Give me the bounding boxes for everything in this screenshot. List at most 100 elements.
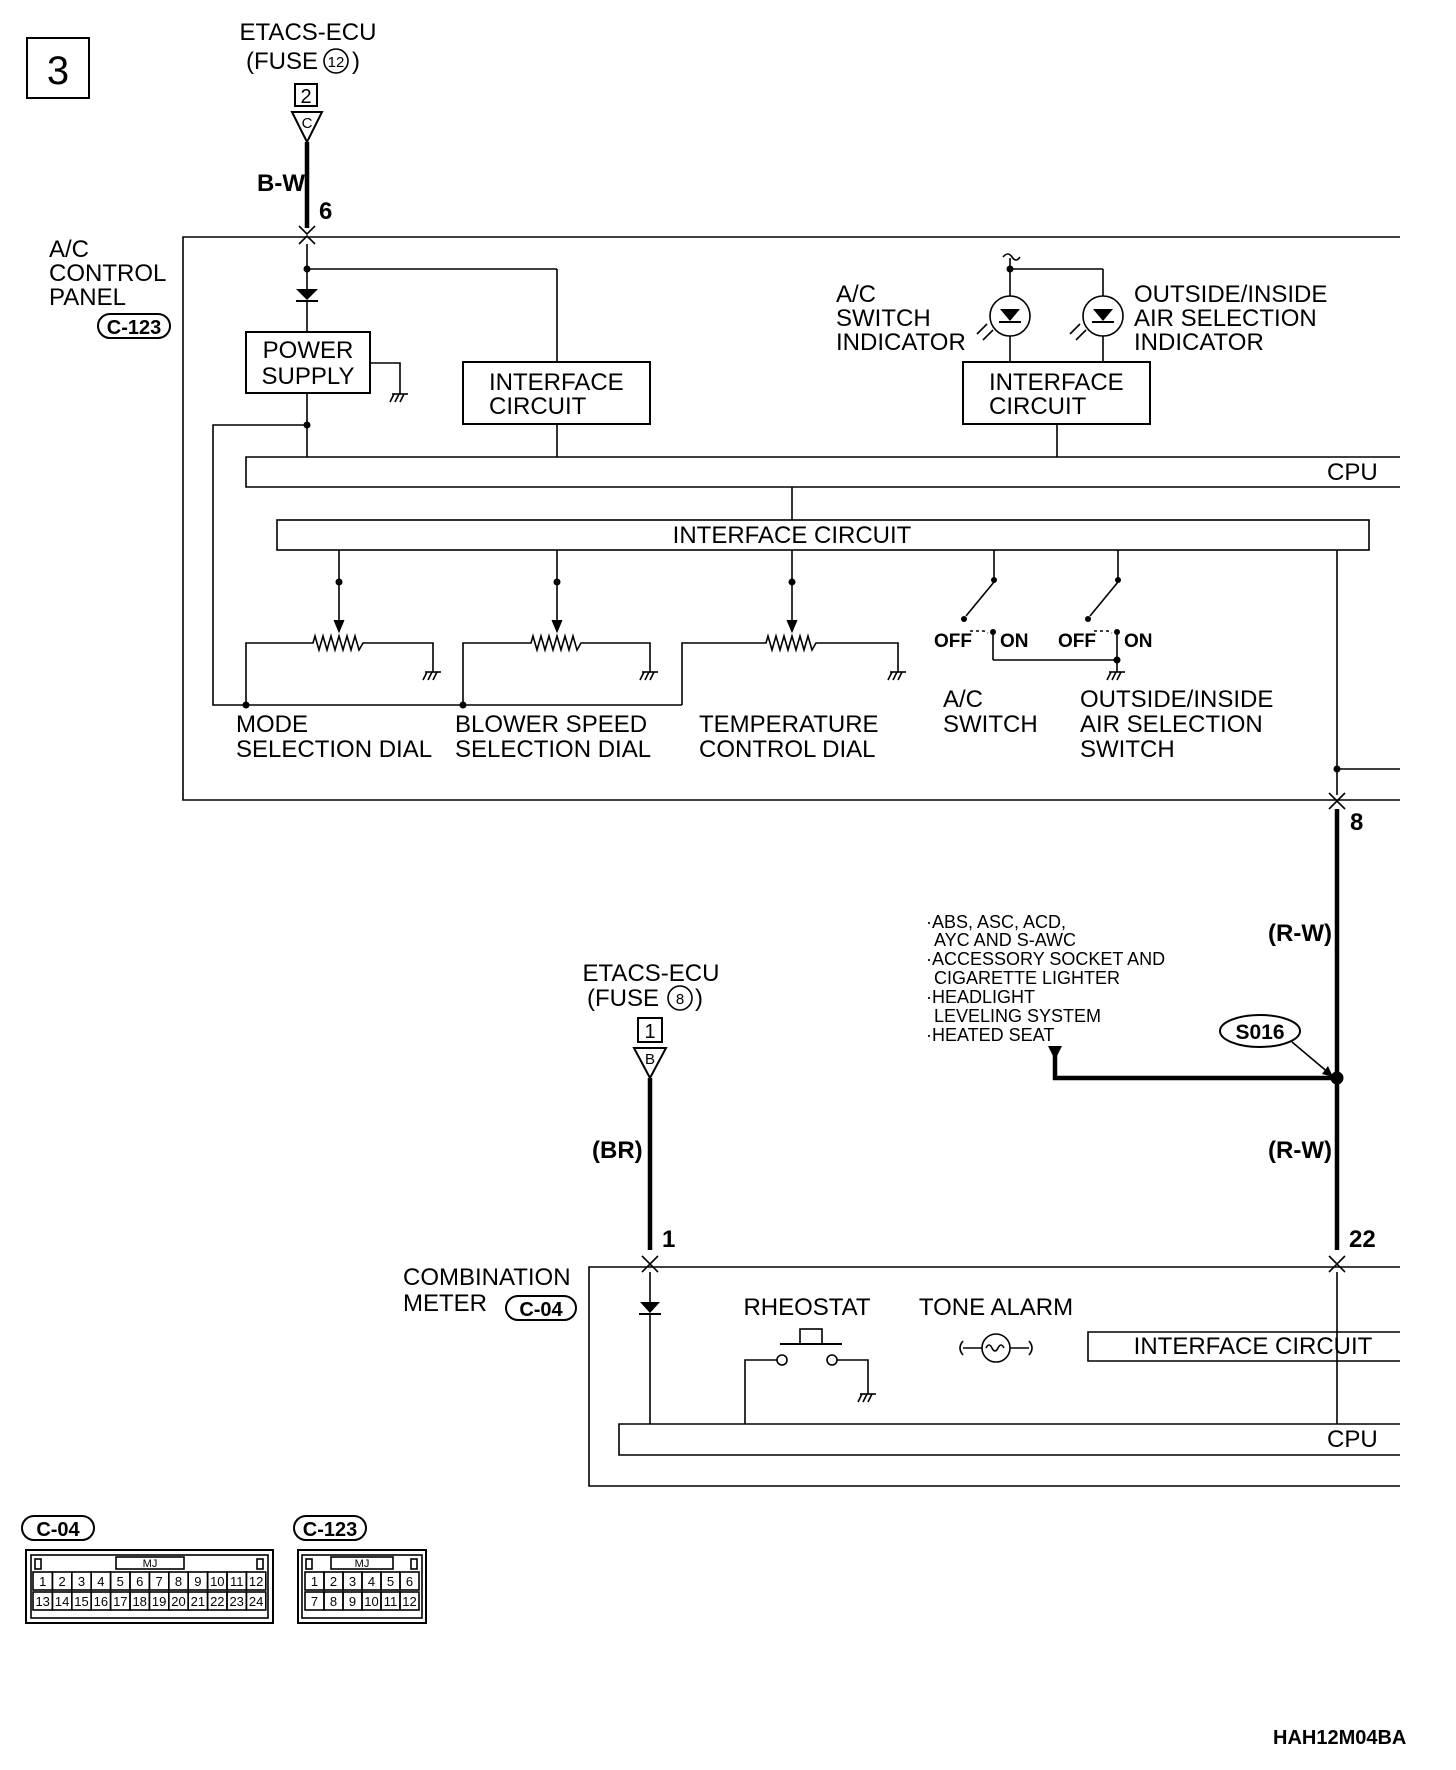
meter-connector: C-04	[519, 1299, 563, 1321]
c04-pin-number: 7	[155, 1574, 162, 1589]
blower-dial-line1: BLOWER SPEED	[455, 711, 647, 738]
ac-indicator-led-icon	[976, 295, 1031, 362]
c04-pin-number: 2	[58, 1574, 65, 1589]
page-number: 3	[47, 49, 69, 93]
ac-indicator-line1: A/C	[836, 281, 876, 308]
bottom-terminal-box	[637, 1017, 663, 1043]
ground-icon	[1106, 671, 1125, 681]
top-source-name: ETACS-ECU	[240, 19, 377, 46]
air-switch-line2: AIR SELECTION	[1080, 711, 1263, 738]
tone-alarm-icon	[959, 1333, 1033, 1363]
splice-s016-circuit: (R-W) (R-W) S016 ·ABS, ASC, ACD, AYC AND…	[926, 809, 1376, 1253]
c04-pin-number: 17	[113, 1594, 127, 1609]
ac-panel-label-3: PANEL	[49, 284, 126, 311]
bottom-source-name: ETACS-ECU	[583, 960, 720, 987]
ac-switch-on: ON	[1000, 631, 1029, 652]
branch-line2: AYC AND S-AWC	[934, 930, 1076, 950]
ac-cpu-label: CPU	[1327, 459, 1378, 486]
ac-interface-bar-label: INTERFACE CIRCUIT	[673, 522, 912, 549]
ground-icon	[639, 671, 658, 681]
ac-indicator-line3: INDICATOR	[836, 329, 966, 356]
c123-pin-number: 12	[402, 1594, 416, 1609]
c04-pin-number: 5	[117, 1574, 124, 1589]
c123-pin-number: 7	[311, 1594, 318, 1609]
temp-dial-line1: TEMPERATURE	[699, 711, 879, 738]
c04-pin-number: 11	[230, 1574, 244, 1589]
splice-id: S016	[1235, 1021, 1284, 1044]
c04-connector-id: C-04	[36, 1519, 80, 1541]
c04-pin-cell	[245, 1591, 267, 1611]
c04-pin-number: 24	[249, 1594, 263, 1609]
mode-dial-potentiometer-icon	[245, 619, 434, 705]
ac-interface-bar	[276, 519, 1370, 551]
ground-icon	[887, 671, 906, 681]
c123-pin-number: 2	[330, 1574, 337, 1589]
c04-pin-number: 23	[229, 1594, 243, 1609]
c04-pin-number: 21	[191, 1594, 205, 1609]
lower-wire-color: (R-W)	[1268, 1137, 1332, 1164]
interface-2-line1: INTERFACE	[989, 369, 1124, 396]
ac-control-panel: A/C CONTROL PANEL C-123 POWER SUPPLY INT…	[49, 225, 1400, 836]
power-supply-line2: SUPPLY	[262, 363, 355, 390]
bottom-connector-triangle	[632, 1047, 668, 1081]
c04-pin-number: 10	[210, 1574, 224, 1589]
splice-tag	[1219, 1014, 1301, 1048]
meter-interface-bar	[1087, 1331, 1400, 1362]
branch-line3: ·ACCESSORY SOCKET AND	[926, 949, 1165, 969]
c04-pin-cell	[245, 1571, 267, 1591]
meter-outline	[588, 1266, 1400, 1487]
c04-pin-number: 20	[171, 1594, 185, 1609]
c04-pin-number: 15	[74, 1594, 88, 1609]
c04-pin-number: 6	[136, 1574, 143, 1589]
c123-pin-number: 5	[387, 1574, 394, 1589]
top-fuse-number-circle	[323, 48, 349, 74]
air-switch-line1: OUTSIDE/INSIDE	[1080, 686, 1273, 713]
ground-icon	[422, 671, 441, 681]
diode-icon	[296, 289, 318, 300]
top-connector-triangle	[290, 111, 324, 145]
meter-connector-tag	[505, 1295, 577, 1321]
c04-pin-number: 14	[55, 1594, 69, 1609]
top-terminal-number: 2	[300, 86, 311, 108]
branch-line5: ·HEADLIGHT	[926, 987, 1035, 1007]
c123-pin-cell	[399, 1591, 420, 1611]
meter-diode-icon	[640, 1302, 660, 1313]
c123-pin-number: 6	[406, 1574, 413, 1589]
c123-pin-number: 8	[330, 1594, 337, 1609]
bottom-connector-letter: B	[645, 1051, 655, 1068]
bottom-pin-number: 1	[662, 1226, 675, 1253]
illumination-tilde-icon	[1002, 253, 1021, 261]
ac-switch-line1: A/C	[943, 686, 983, 713]
branch-line1: ·ABS, ASC, ACD,	[926, 912, 1066, 932]
c04-pin-number: 19	[152, 1594, 166, 1609]
c04-pin-number: 12	[249, 1574, 263, 1589]
c123-pin-number: 3	[349, 1574, 356, 1589]
c123-pin-number: 1	[311, 1574, 318, 1589]
c04-pin-number: 8	[175, 1574, 182, 1589]
ac-panel-connector: C-123	[107, 317, 161, 339]
diagram-code: HAH12M04BA	[1273, 1727, 1406, 1749]
ac-panel-connector-tag	[97, 313, 171, 339]
top-pin-number: 6	[319, 198, 332, 225]
ground-icon	[389, 393, 408, 403]
c04-pin-number: 4	[97, 1574, 104, 1589]
top-power-source: ETACS-ECU (FUSE 12 ) 2 C B-W 6	[240, 19, 377, 228]
mode-dial-line2: SELECTION DIAL	[236, 736, 432, 763]
c04-pin-number: 22	[210, 1594, 224, 1609]
ac-panel-outline	[182, 236, 1400, 801]
rheostat-label: RHEOSTAT	[743, 1294, 870, 1321]
air-indicator-led-icon	[1069, 295, 1124, 362]
bottom-fuse-number-circle	[667, 985, 693, 1011]
c123-connector-id: C-123	[303, 1519, 357, 1541]
bottom-fuse-close: )	[695, 985, 703, 1012]
bottom-power-source: ETACS-ECU (FUSE 8 ) 1 B (BR) 1	[583, 960, 720, 1253]
c04-pin-number: 13	[35, 1594, 49, 1609]
ac-switch-icon	[961, 550, 997, 660]
blower-dial-line2: SELECTION DIAL	[455, 736, 651, 763]
c123-pin-cell	[399, 1571, 420, 1591]
interface-2-line2: CIRCUIT	[989, 393, 1087, 420]
ac-panel-label-2: CONTROL	[49, 260, 166, 287]
air-indicator-line1: OUTSIDE/INSIDE	[1134, 281, 1327, 308]
c123-pin-number: 4	[368, 1574, 375, 1589]
meter-cpu-label: CPU	[1327, 1426, 1378, 1453]
